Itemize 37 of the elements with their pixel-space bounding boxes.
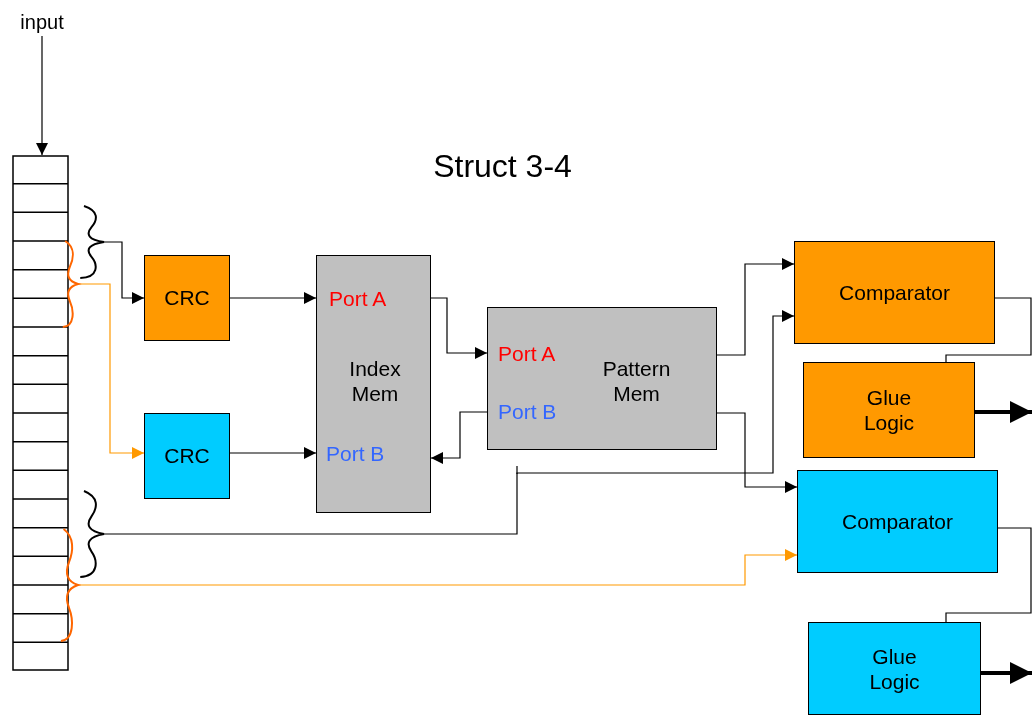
arrow (430, 297, 488, 359)
crc-block (144, 255, 230, 341)
port-label: Port A (498, 341, 556, 367)
block-label: Comparator (838, 279, 951, 306)
port-label: Port B (326, 441, 385, 467)
diagram-title: Struct 3-4 (432, 148, 573, 185)
logic-block (803, 362, 975, 458)
port-label: Port A (329, 286, 387, 312)
arrow (716, 412, 798, 493)
arrow (975, 401, 1032, 423)
port-label: Port B (498, 399, 557, 425)
block-label: Comparator (841, 508, 954, 535)
arrow (36, 35, 48, 156)
arrow (77, 283, 145, 459)
connector-line (945, 527, 1032, 623)
block-label: Glue Logic (862, 384, 916, 436)
block-label: Glue Logic (868, 643, 921, 694)
arrow (229, 447, 317, 459)
block-label: Index Mem (348, 356, 402, 407)
memory-block (487, 307, 717, 450)
arrow (430, 411, 488, 464)
input-label: input (20, 11, 64, 33)
connector-line (945, 297, 1032, 363)
arrow (103, 310, 795, 535)
arrow (103, 241, 145, 304)
arrow (981, 662, 1032, 684)
arrow (229, 292, 317, 304)
comparator-block (794, 241, 995, 344)
block-label: CRC (163, 443, 211, 469)
logic-block (808, 622, 981, 715)
block-label: Pattern Mem (601, 356, 672, 407)
arrow (716, 258, 795, 356)
memory-block (316, 255, 431, 513)
block-label: CRC (163, 285, 211, 311)
comparator-block (797, 470, 998, 573)
crc-block (144, 413, 230, 499)
arrow (77, 549, 798, 586)
